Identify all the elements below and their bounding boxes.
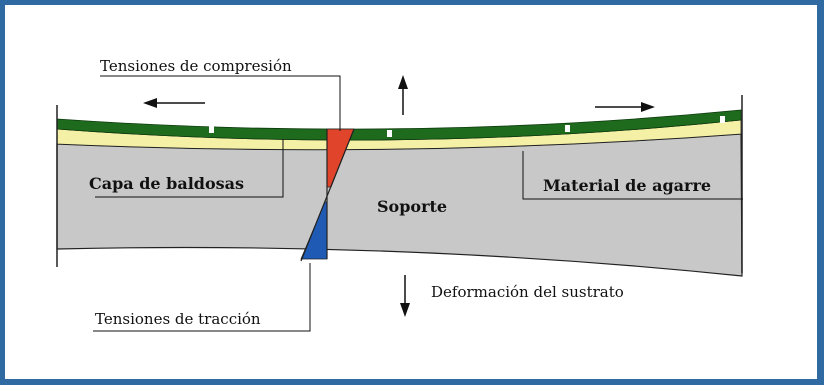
adhesive-leader bbox=[522, 151, 743, 200]
support-label: Soporte bbox=[377, 197, 447, 216]
tile-deformation-diagram: Tensiones de compresión Capa de baldosas… bbox=[56, 57, 743, 332]
tile-layer-label: Capa de baldosas bbox=[89, 174, 244, 193]
compression-label: Tensiones de compresión bbox=[100, 57, 292, 75]
substrate-deformation-label: Deformación del sustrato bbox=[431, 283, 624, 301]
tile-layer bbox=[56, 109, 742, 141]
diagram-frame: Tensiones de compresión Capa de baldosas… bbox=[5, 5, 817, 379]
stress-diagonal-line bbox=[300, 128, 355, 262]
traction-label: Tensiones de tracción bbox=[95, 310, 261, 328]
up-arrow bbox=[398, 75, 408, 115]
tile-layer-leader bbox=[95, 139, 284, 198]
compression-leader bbox=[100, 75, 341, 131]
traction-leader bbox=[93, 263, 311, 332]
left-arrow bbox=[143, 98, 205, 108]
down-arrow bbox=[400, 275, 410, 317]
adhesive-label: Material de agarre bbox=[543, 176, 711, 195]
right-arrow bbox=[595, 102, 655, 112]
tile-joints bbox=[209, 116, 725, 137]
